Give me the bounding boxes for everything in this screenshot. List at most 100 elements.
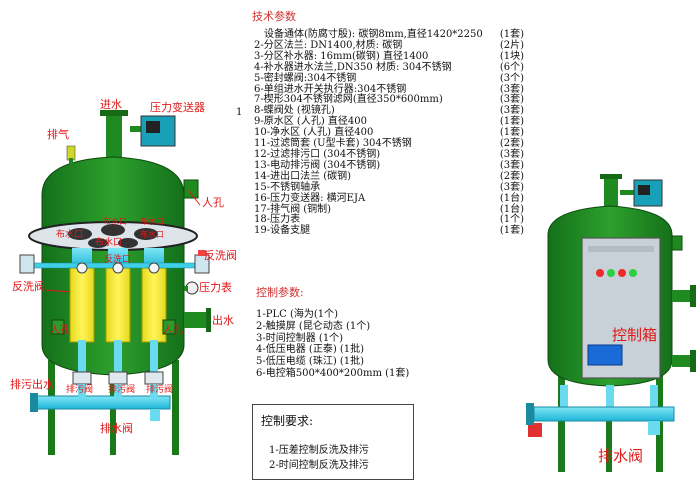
label-manhole-upper: 人孔 [202, 196, 224, 209]
tech-spec-item: 18-压力表 (1个) [254, 215, 524, 226]
tech-spec-item: 17-排气阀 (铜制) (1台) [254, 203, 524, 216]
tech-spec-qty: (1套) [499, 127, 524, 139]
label-plate-3: 布水口 [140, 216, 164, 226]
label-drain-valve-bottom: 排水阀 [100, 421, 133, 435]
tech-spec-item: 6-单组进水开关执行器:304不锈钢 (3套) [254, 83, 524, 96]
filter-cartridge [141, 267, 167, 343]
tech-spec-item: 2-分区法兰: DN1400,材质: 碳钢 (2片) [254, 39, 524, 52]
control-param-item: 5-低压电缆 (珠江) (1批) [256, 356, 365, 368]
tech-spec-text: 14-进出口法兰 (碳钢) [254, 170, 352, 182]
tech-spec-list: 设备通体(防腐寸殷): 碳钢8mm,直径1420*2250(1套)2-分区法兰:… [254, 29, 524, 237]
tank-leg [172, 360, 179, 455]
tech-spec-item: 13-电动排污阀 (304不锈钢) (3套) [254, 159, 524, 172]
label-control-box: 控制箱 [612, 326, 657, 344]
tech-spec-text: 17-排气阀 (铜制) [254, 203, 332, 215]
tech-spec-text: 3-分区补水器: 16mm(碳钢) 直径1400 [254, 50, 429, 62]
tech-spec-text: 15-不锈钢轴承 [254, 181, 321, 193]
tech-spec-item: 19-设备支腿 (1套) [254, 225, 524, 237]
requirements-box: 控制要求: 1-压差控制反洗及排污 2-时间控制反洗及排污 [252, 404, 414, 480]
inlet-flange [100, 110, 128, 116]
tech-spec-qty: (1块) [499, 50, 524, 62]
filter-cartridge [105, 267, 131, 343]
label-drain-2: 排污阀 [108, 383, 135, 395]
label-vent: 排气 [47, 127, 69, 141]
tech-spec-qty: (2套) [499, 170, 524, 182]
left-manhole [51, 319, 65, 335]
control-param-item: 3-时间控制器 (1个) [256, 332, 344, 344]
label-pressure-gauge: 压力表 [199, 280, 232, 294]
tech-spec-item: 16-压力变送器: 横河EJA (1台) [254, 192, 524, 205]
label-pressure-transmitter: 压力变送器 [150, 100, 205, 114]
tech-spec-qty: (1台) [499, 192, 524, 204]
label-sewage-outlet: 排污出水 [10, 377, 54, 391]
tech-spec-text: 12-过滤排污口 (304不锈钢) [254, 148, 381, 160]
left-filter-diagram: 进水 压力变送器 排气 人孔 反洗阀 反洗阀 压力表 出水 人孔 人孔 排污出水… [10, 98, 237, 455]
tech-spec-qty: (1套) [499, 116, 524, 128]
tech-spec-text: 16-压力变送器: 横河EJA [254, 192, 366, 204]
right-manhole [162, 319, 176, 335]
control-param-list: 1-PLC (海为(1个)2-触摸屏 (昆仑动态 (1个)3-时间控制器 (1个… [256, 309, 409, 380]
control-param-item: 4-低压电器 (正泰) (1批) [256, 344, 365, 356]
tech-spec-item: 3-分区补水器: 16mm(碳钢) 直径1400 (1块) [254, 50, 524, 63]
vent-valve [66, 145, 76, 161]
tech-spec-qty: (2套) [499, 138, 524, 150]
tech-spec-qty: (1套) [499, 225, 524, 237]
control-title: 控制参数: [256, 286, 304, 299]
tank-leg [110, 370, 116, 455]
tech-spec-qty: (1个) [499, 214, 524, 226]
label-inlet: 进水 [100, 98, 122, 111]
tech-spec-text: 8-蝶阀处 (视镜孔) [254, 105, 335, 117]
control-screen [587, 344, 623, 366]
label-plate-5: 布水口 [95, 236, 122, 248]
requirements-title: 控制要求: [261, 414, 314, 428]
tech-spec-qty: (3套) [499, 159, 524, 171]
requirement-item: 1-压差控制反洗及排污 [269, 445, 369, 456]
tech-spec-text: 2-分区法兰: DN1400,材质: 碳钢 [254, 39, 403, 51]
tech-spec-qty: (3套) [499, 148, 524, 160]
filter-cartridge [69, 267, 95, 343]
tech-spec-item: 9-原水区 (人孔) 直径400 (1套) [254, 116, 524, 128]
tech-spec-qty: (3套) [499, 94, 524, 106]
tech-spec-item: 12-过滤排污口 (304不锈钢) (3套) [254, 148, 524, 161]
tech-spec-text: 7-楔形304不锈钢滤网(直径350*600mm) [254, 94, 443, 106]
control-param-item: 6-电控箱500*400*200mm (1套) [256, 367, 410, 379]
label-manhole-right: 人孔 [163, 324, 183, 336]
tech-spec-item: 10-净水区 (人孔) 直径400 (1套) [254, 127, 524, 139]
label-backwash-valve-right: 反洗阀 [204, 248, 237, 262]
tech-spec-text: 6-单组进水开关执行器:304不锈钢 [254, 83, 407, 95]
tech-spec-item: 14-进出口法兰 (碳钢) (2套) [254, 170, 524, 183]
tech-spec-text: 9-原水区 (人孔) 直径400 [254, 116, 367, 128]
tech-spec-text: 18-压力表 [254, 214, 301, 226]
control-param-item: 1-PLC (海为(1个) [256, 309, 339, 320]
tech-spec-text: 4-补水器进水法兰,DN350 材质: 304不锈钢 [254, 61, 452, 73]
tech-spec-item: 设备通体(防腐寸殷): 碳钢8mm,直径1420*2250 (1套) [254, 29, 524, 41]
tech-spec-qty: (6个) [499, 61, 524, 73]
label-plate-2: 布水口 [103, 216, 127, 226]
right-filter-diagram: 控制箱 排水阀 [526, 174, 696, 472]
tech-spec-text: 13-电动排污阀 (304不锈钢) [254, 159, 381, 171]
tech-title: 技术参数 [252, 10, 296, 23]
tech-spec-qty: (2片) [499, 39, 524, 51]
upper-manhole [183, 179, 199, 199]
tech-spec-item: 7-楔形304不锈钢滤网(直径350*600mm) (3套) [254, 95, 524, 106]
tech-spec-text: 5-密封螺阀:304不锈钢 [254, 72, 357, 84]
label-drain-3: 排污阀 [146, 383, 173, 395]
tech-spec-item: 11-过滤筒套 (U型卡套) 304不锈钢(2套) [254, 138, 524, 150]
label-plate-1: 布水口 [56, 228, 83, 240]
tech-spec-qty: (1套) [499, 29, 524, 40]
right-sewage-header [533, 406, 675, 422]
sewage-header-pipe [35, 395, 171, 410]
tech-spec-qty: (3套) [499, 83, 524, 95]
tech-spec-text: 19-设备支腿 [254, 225, 311, 237]
requirement-item: 2-时间控制反洗及排污 [269, 460, 369, 471]
label-manhole-left: 人孔 [50, 324, 70, 336]
list-marker: 1 [236, 107, 243, 118]
tech-spec-qty: (1台) [499, 203, 524, 215]
inlet-pipe [106, 113, 122, 161]
tech-spec-item: 8-蝶阀处 (视镜孔)(3套) [254, 105, 524, 117]
tech-spec-text: 10-净水区 (人孔) 直径400 [254, 127, 374, 139]
tech-spec-item: 5-密封螺阀:304不锈钢(3个) [254, 72, 524, 85]
tech-spec-text: 设备通体(防腐寸殷): 碳钢8mm,直径1420*2250 [264, 29, 483, 40]
label-drain-1: 排污阀 [66, 383, 93, 395]
tech-spec-item: 15-不锈钢轴承(3套) [254, 181, 524, 194]
